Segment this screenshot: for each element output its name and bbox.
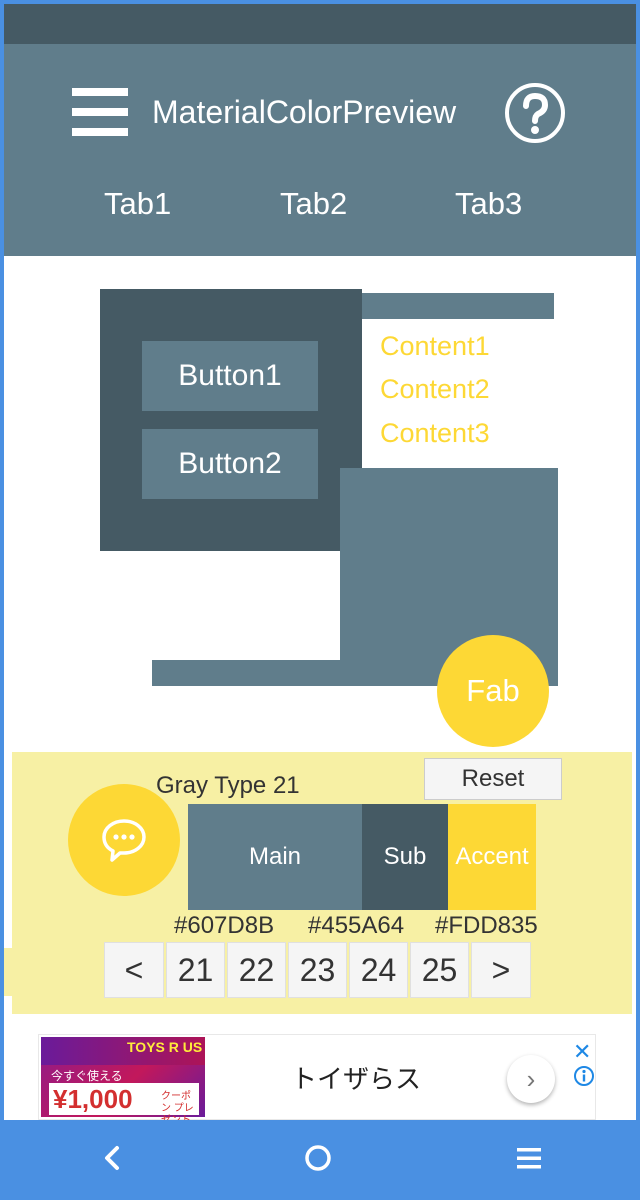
hamburger-icon[interactable] bbox=[72, 88, 128, 136]
tab-2[interactable]: Tab2 bbox=[280, 186, 348, 221]
page-button-24[interactable]: 24 bbox=[349, 942, 408, 998]
app-title: MaterialColorPreview bbox=[152, 94, 457, 130]
sub-color-hex: #455A64 bbox=[308, 912, 405, 939]
control-area-edge bbox=[4, 948, 12, 996]
ad-banner[interactable]: TOYS R US 今すぐ使える ¥1,000 クーポン プレゼント トイザらス… bbox=[38, 1034, 596, 1126]
ad-image-header bbox=[41, 1037, 205, 1065]
ad-price: ¥1,000 bbox=[53, 1084, 133, 1114]
ad-price-box: ¥1,000 クーポン プレゼント bbox=[49, 1083, 199, 1126]
ad-close-icon[interactable]: ✕ bbox=[573, 1039, 592, 1064]
ad-image[interactable]: TOYS R US 今すぐ使える ¥1,000 クーポン プレゼント bbox=[41, 1037, 205, 1126]
page-button-21[interactable]: 21 bbox=[166, 942, 225, 998]
back-chevron-icon[interactable] bbox=[92, 1138, 132, 1178]
content-2: Content2 bbox=[380, 374, 490, 404]
page-button-22[interactable]: 22 bbox=[227, 942, 286, 998]
color-type-label: Gray Type 21 bbox=[156, 772, 300, 799]
page-button-23[interactable]: 23 bbox=[288, 942, 347, 998]
main-color-swatch[interactable]: Main bbox=[188, 804, 362, 910]
app-bar: MaterialColorPreview Tab1 Tab2 Tab3 bbox=[4, 44, 636, 256]
menu-lines-icon[interactable] bbox=[509, 1138, 549, 1178]
accent-color-swatch[interactable]: Accent bbox=[448, 804, 536, 910]
chat-button[interactable] bbox=[68, 784, 180, 896]
content-1: Content1 bbox=[380, 331, 490, 361]
sub-color-panel: Button1 Button2 bbox=[100, 289, 362, 551]
system-nav-bar bbox=[4, 1120, 636, 1196]
page-button-25[interactable]: 25 bbox=[410, 942, 469, 998]
button-1[interactable]: Button1 bbox=[142, 341, 318, 411]
reset-button[interactable]: Reset bbox=[424, 758, 562, 800]
ad-info-icon[interactable] bbox=[573, 1065, 595, 1087]
chat-bubble-icon bbox=[102, 819, 146, 862]
content-3: Content3 bbox=[380, 418, 490, 448]
main-color-hex: #607D8B bbox=[174, 912, 275, 939]
ad-small-text: 今すぐ使える bbox=[51, 1069, 123, 1083]
ad-brand-logo: TOYS R US bbox=[127, 1039, 203, 1055]
ad-title[interactable]: トイザらス bbox=[291, 1064, 422, 1094]
tab-3[interactable]: Tab3 bbox=[455, 186, 523, 221]
ad-arrow-button[interactable]: › bbox=[507, 1055, 555, 1103]
fab-button[interactable]: Fab bbox=[437, 635, 549, 747]
home-circle-icon[interactable] bbox=[298, 1138, 338, 1178]
app-screen: MaterialColorPreview Tab1 Tab2 Tab3 Butt… bbox=[4, 4, 636, 1196]
next-page-button[interactable]: > bbox=[471, 942, 531, 998]
question-mark-icon[interactable] bbox=[504, 82, 566, 144]
chevron-right-icon: › bbox=[526, 1063, 536, 1094]
prev-page-button[interactable]: < bbox=[104, 942, 164, 998]
tab-1[interactable]: Tab1 bbox=[104, 186, 172, 221]
accent-color-hex: #FDD835 bbox=[435, 912, 538, 939]
main-color-bar-top bbox=[362, 293, 554, 319]
button-2[interactable]: Button2 bbox=[142, 429, 318, 499]
sub-color-swatch[interactable]: Sub bbox=[362, 804, 448, 910]
main-color-bar-bottom bbox=[152, 660, 482, 686]
status-bar bbox=[4, 4, 636, 44]
